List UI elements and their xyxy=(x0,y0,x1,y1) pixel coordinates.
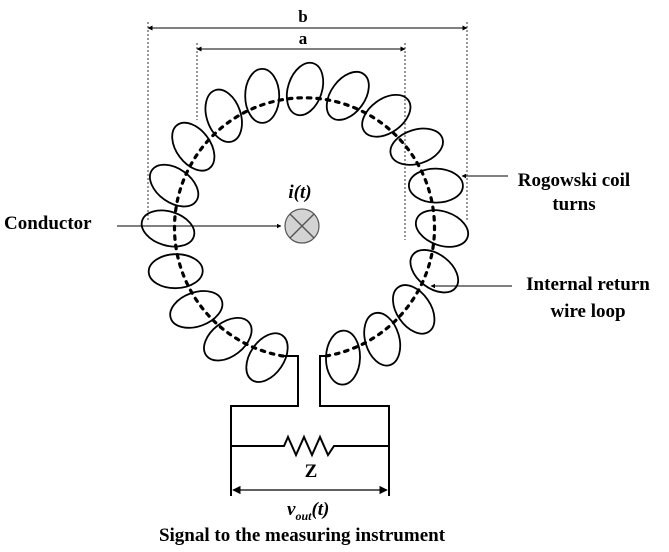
vout-label: vout(t) xyxy=(287,499,329,523)
current-label: i(t) xyxy=(288,182,311,203)
dimension-b-label: b xyxy=(298,7,307,26)
coil-turn xyxy=(147,253,204,290)
dimension-a-label: a xyxy=(299,29,308,48)
coil-turn xyxy=(325,71,370,121)
dimension-b: b xyxy=(147,7,468,222)
coil-turn xyxy=(389,127,444,166)
caption: Signal to the measuring instrument xyxy=(159,525,446,546)
coil-turn xyxy=(245,332,289,383)
coil-turn xyxy=(149,163,200,208)
coil-turn xyxy=(285,61,325,117)
coil-turn xyxy=(408,167,464,204)
coil-turns xyxy=(140,61,470,386)
coil-turn xyxy=(414,209,470,248)
return-wire-loop xyxy=(172,96,437,358)
coil-turn xyxy=(325,329,361,386)
coil-turn xyxy=(171,121,216,172)
coil-turn xyxy=(140,209,196,248)
coil-turn xyxy=(204,88,243,143)
coil-turn xyxy=(169,290,224,329)
impedance-label: Z xyxy=(305,461,318,482)
rogowski-label-line1: Rogowski coil xyxy=(518,170,630,191)
dimension-a: a xyxy=(196,29,406,240)
return-label-line1: Internal return xyxy=(526,274,650,295)
coil-turn xyxy=(244,68,281,124)
coil-turn xyxy=(203,317,253,362)
conductor xyxy=(284,208,320,244)
output-circuit xyxy=(230,355,390,496)
return-label-line2: wire loop xyxy=(550,301,625,322)
coil-turn xyxy=(392,284,436,335)
coil-turn xyxy=(361,93,412,138)
rogowski-label-line2: turns xyxy=(552,194,595,215)
coil-turn xyxy=(409,249,460,294)
conductor-label: Conductor xyxy=(4,213,92,234)
